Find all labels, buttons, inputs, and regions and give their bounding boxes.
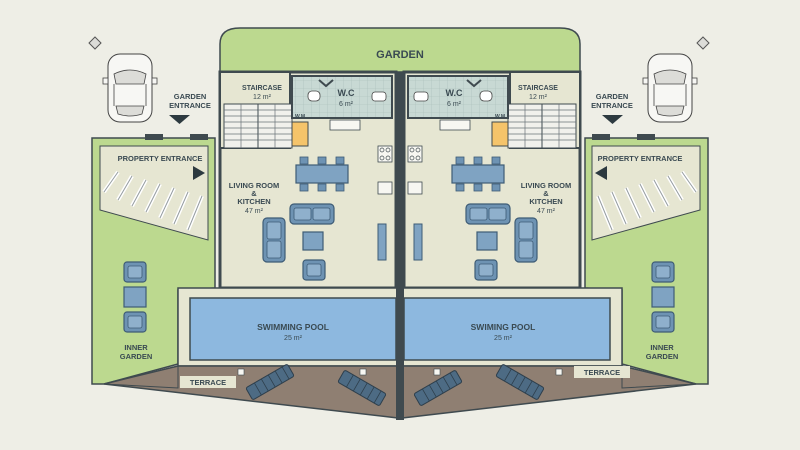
right-inner-garden-line1: INNER: [650, 343, 674, 352]
left-living-line1: LIVING ROOM: [229, 181, 279, 190]
right-garden-entrance-line1: GARDEN: [596, 92, 629, 101]
left-garden-entrance-line2: ENTRANCE: [169, 101, 211, 110]
left-staircase-label: STAIRCASE: [242, 85, 282, 92]
right-washing-machine: [491, 121, 509, 147]
right-living-area: 47 m²: [537, 208, 556, 215]
left-diamond-icon: [88, 36, 102, 50]
left-hob: [377, 145, 393, 163]
left-living-line3: KITCHEN: [237, 197, 270, 206]
left-dining-table: [295, 156, 349, 192]
right-terrace-label: TERRACE: [584, 368, 620, 377]
right-stairs: [507, 103, 543, 149]
right-armchair: [474, 259, 498, 281]
right-swimming-pool: [403, 297, 611, 361]
right-garden-entrance-line2: ENTRANCE: [591, 101, 633, 110]
right-tv-unit: [413, 223, 423, 261]
right-property-entrance-label: PROPERTY ENTRANCE: [598, 154, 683, 163]
right-living-line3: KITCHEN: [529, 197, 562, 206]
left-garden-entrance-arrow: [169, 115, 190, 124]
party-wall: [396, 72, 404, 420]
left-sofa-top: [289, 203, 335, 225]
right-living-line2: &: [543, 189, 549, 198]
left-unit: PROPERTY ENTRANCE GARDEN ENTRANCE INNER …: [88, 36, 401, 419]
left-entrance-arrow: [193, 166, 205, 180]
left-sofa-side: [262, 217, 286, 263]
right-sofa-side: [514, 217, 538, 263]
left-garden-entrance-line1: GARDEN: [174, 92, 207, 101]
left-car: [102, 53, 158, 123]
right-sink: [479, 90, 493, 102]
right-sofa-top: [465, 203, 511, 225]
right-entrance-arrow: [595, 166, 607, 180]
right-kitchen-sink: [439, 119, 471, 131]
left-garden-table: [123, 286, 147, 308]
right-toilet: [413, 91, 429, 102]
left-toilet: [371, 91, 387, 102]
left-inner-garden-line2: GARDEN: [120, 352, 153, 361]
right-garden-entrance-arrow: [602, 115, 623, 124]
right-car: [642, 53, 698, 123]
left-armchair: [302, 259, 326, 281]
right-diamond-icon: [696, 36, 710, 50]
right-living-line1: LIVING ROOM: [521, 181, 571, 190]
right-inner-garden-line2: GARDEN: [646, 352, 679, 361]
left-wc-label: W.C: [338, 88, 355, 98]
left-pool-label: SWIMMING POOL: [257, 322, 329, 332]
right-hob: [407, 145, 423, 163]
right-garden-table: [651, 286, 675, 308]
left-property-entrance-label: PROPERTY ENTRANCE: [118, 154, 203, 163]
right-garden-chair-1: [651, 261, 675, 283]
left-wm-label: W.M: [295, 114, 305, 120]
right-garden-chair-2: [651, 311, 675, 333]
left-washing-machine: [291, 121, 309, 147]
left-inner-garden-line1: INNER: [124, 343, 148, 352]
right-dining-table: [451, 156, 505, 192]
right-staircase-area: 12 m²: [529, 94, 548, 101]
left-garden-chair-2: [123, 311, 147, 333]
right-wm-label: W.M: [495, 114, 505, 120]
left-tv-unit: [377, 223, 387, 261]
right-pool-area: 25 m²: [494, 335, 513, 342]
right-wc-label: W.C: [446, 88, 463, 98]
left-sink: [307, 90, 321, 102]
right-wc-area: 6 m²: [447, 101, 462, 108]
right-staircase-label: STAIRCASE: [518, 85, 558, 92]
left-wc-area: 6 m²: [339, 101, 354, 108]
left-terrace-label: TERRACE: [190, 378, 226, 387]
left-stairs: [223, 103, 259, 149]
right-coffee-table: [476, 231, 498, 251]
left-living-area: 47 m²: [245, 208, 264, 215]
left-staircase-area: 12 m²: [253, 94, 272, 101]
left-swimming-pool: [189, 297, 397, 361]
left-living-line2: &: [251, 189, 257, 198]
left-garden-chair-1: [123, 261, 147, 283]
left-kitchen-sink: [329, 119, 361, 131]
left-pool-area: 25 m²: [284, 335, 303, 342]
garden-label: GARDEN: [376, 49, 424, 61]
left-coffee-table: [302, 231, 324, 251]
right-unit: PROPERTY ENTRANCE GARDEN ENTRANCE INNER …: [399, 36, 710, 419]
top-garden: [219, 27, 581, 73]
right-pool-label: SWIMING POOL: [471, 322, 536, 332]
